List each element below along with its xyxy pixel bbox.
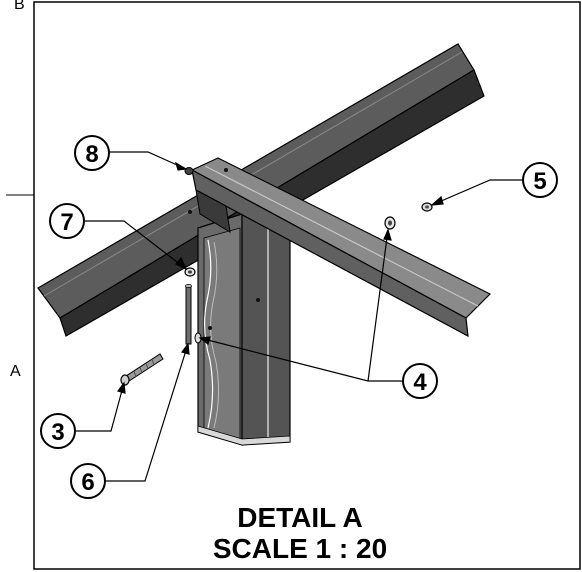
washer-7 <box>184 267 196 277</box>
balloon-8: 8 <box>74 135 110 171</box>
svg-text:7: 7 <box>60 209 73 236</box>
zone-letter-b: B <box>14 0 25 13</box>
svg-text:6: 6 <box>81 469 94 496</box>
svg-text:4: 4 <box>413 369 427 396</box>
nut-5 <box>421 202 433 212</box>
balloon-5: 5 <box>522 162 558 198</box>
pin-6 <box>185 283 192 345</box>
detail-title: DETAIL A <box>237 502 362 533</box>
svg-text:5: 5 <box>533 168 546 195</box>
svg-text:3: 3 <box>51 419 64 446</box>
balloon-3: 3 <box>40 413 76 449</box>
balloon-4: 4 <box>402 363 438 399</box>
post-column <box>197 213 291 446</box>
washer-4 <box>384 216 396 230</box>
zone-letter-a: A <box>10 363 21 380</box>
detail-scale: SCALE 1 : 20 <box>213 533 387 564</box>
balloon-7: 7 <box>49 203 85 239</box>
svg-text:8: 8 <box>85 141 98 168</box>
bolt-3 <box>120 353 164 386</box>
leader-lines <box>76 151 523 482</box>
balloon-6: 6 <box>70 463 106 499</box>
cross-beam <box>188 157 492 338</box>
drawing-border <box>33 1 581 570</box>
